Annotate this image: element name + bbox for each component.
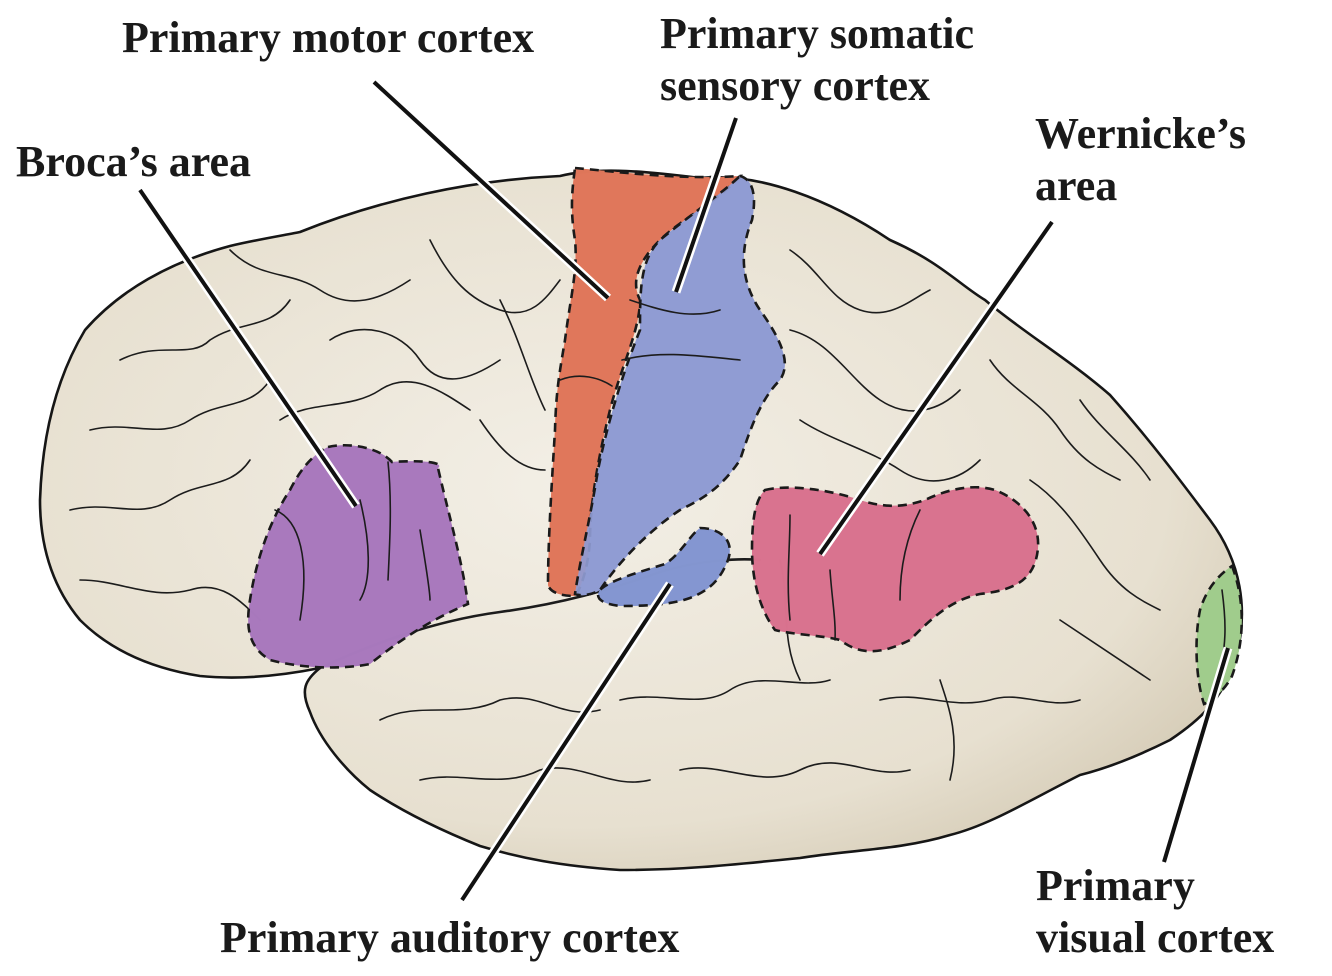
label-primary-somatic-sensory-cortex-line1: Primary somatic bbox=[660, 9, 974, 58]
label-wernickes-area-line2: area bbox=[1035, 161, 1117, 210]
label-primary-visual-cortex-line2: visual cortex bbox=[1036, 913, 1274, 962]
label-wernickes-area-line1: Wernicke’s bbox=[1035, 109, 1246, 158]
leader-primary-visual-cortex bbox=[1159, 646, 1233, 864]
label-primary-somatic-sensory-cortex-line2: sensory cortex bbox=[660, 61, 930, 110]
leader-primary-auditory-cortex bbox=[458, 581, 674, 903]
leader-lines bbox=[136, 78, 1233, 903]
label-primary-motor-cortex: Primary motor cortex bbox=[122, 13, 534, 62]
leader-primary-somatic-sensory-cortex bbox=[671, 116, 741, 294]
label-brocas-area: Broca’s area bbox=[16, 137, 251, 186]
leader-primary-motor-cortex bbox=[370, 78, 612, 302]
gyri-lines bbox=[69, 239, 1161, 783]
label-primary-visual-cortex-line1: Primary bbox=[1036, 861, 1195, 910]
label-primary-auditory-cortex: Primary auditory cortex bbox=[220, 913, 679, 962]
leader-wernickes-area bbox=[816, 219, 1056, 557]
labels: Primary motor cortex Primary somatic sen… bbox=[16, 9, 1274, 962]
functional-regions bbox=[246, 166, 1244, 706]
leader-brocas-area bbox=[136, 187, 360, 509]
